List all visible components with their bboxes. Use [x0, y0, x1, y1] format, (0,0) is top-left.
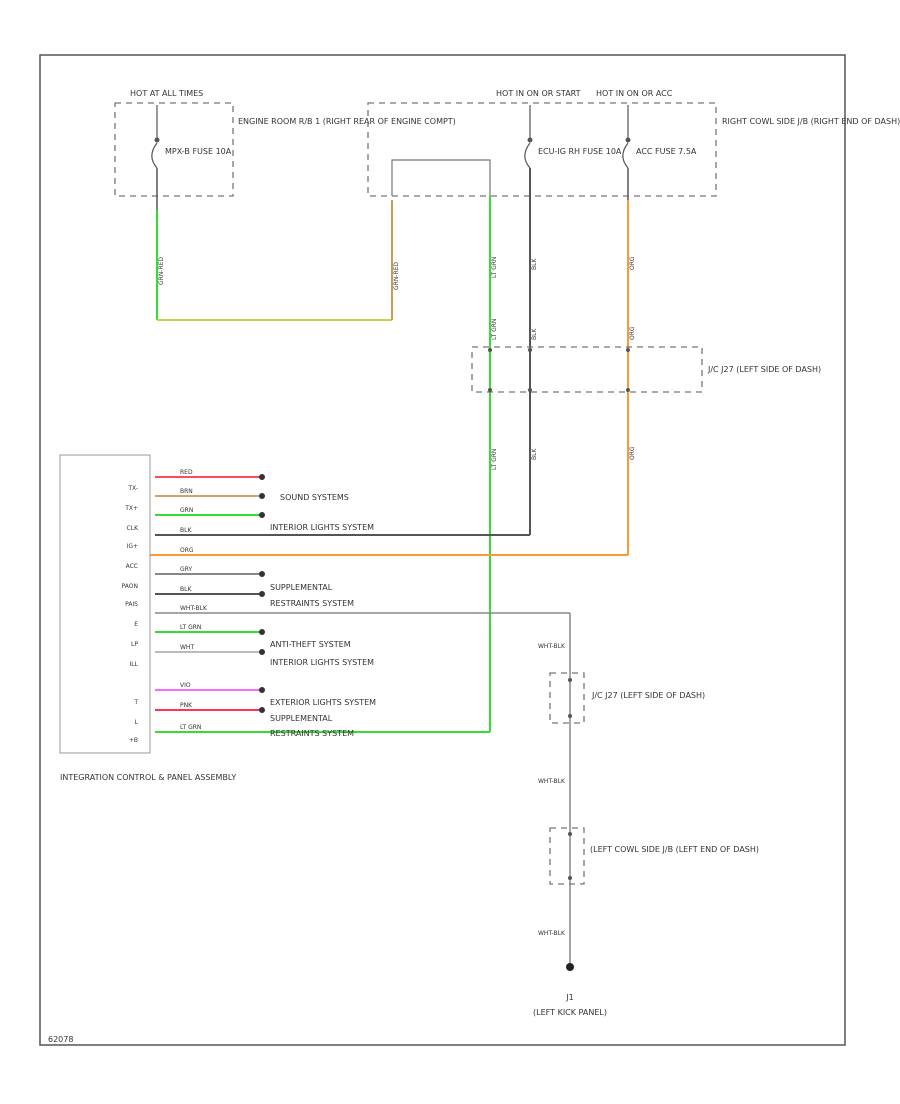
- module-pin-pais: PAIS: [125, 601, 138, 608]
- integration-control-module: TX- TX+ CLK IG+ ACC PAON PAIS E LP ILL T…: [59, 454, 236, 782]
- module-pin-l: L: [135, 719, 139, 726]
- wire-label-gnd-3: WHT-BLK: [538, 930, 566, 937]
- fuse-mpx-b: MPX-B FUSE 10A: [165, 147, 232, 156]
- wire-blk: BLK BLK BLK: [270, 168, 538, 536]
- fuse-box-right-location: RIGHT COWL SIDE J/B (RIGHT END OF DASH): [722, 117, 900, 126]
- fuse-box-right-hot-label-2: HOT IN ON OR ACC: [596, 89, 673, 98]
- fuse-box-left-hot-label: HOT AT ALL TIMES: [130, 89, 203, 98]
- fuse-box-right-hot-label-1: HOT IN ON OR START: [496, 89, 581, 98]
- junction-lower-1-label: J/C J27 (LEFT SIDE OF DASH): [591, 691, 705, 700]
- module-wires: RED BRN GRN BLK ORG GRY BLK WHT-BLK LT G…: [155, 469, 570, 733]
- wire-label-wht-blk: WHT-BLK: [180, 605, 208, 612]
- system-interior-lights-2: INTERIOR LIGHTS SYSTEM: [270, 658, 374, 667]
- wire-label-org-mid: ORG: [629, 326, 636, 340]
- wire-label-blk-mid: BLK: [531, 328, 538, 340]
- wire-label-mpx-left: GRN-RED: [158, 257, 165, 285]
- wire-label-gry: GRY: [180, 566, 192, 573]
- footer-code: 62078: [48, 1035, 73, 1044]
- junction-upper-label: J/C J27 (LEFT SIDE OF DASH): [707, 365, 821, 374]
- module-pin-e: E: [134, 621, 138, 628]
- ground-path: WHT-BLK WHT-BLK WHT-BLK J/C J27 (LEFT SI…: [533, 613, 759, 1017]
- module-pin-tx-plus: TX+: [124, 505, 138, 512]
- wire-label-vio: VIO: [180, 682, 191, 689]
- wire-label-blk-top: BLK: [531, 258, 538, 270]
- fuse-box-left-location: ENGINE ROOM R/B 1 (RIGHT REAR OF ENGINE …: [238, 117, 456, 126]
- wire-label-gnd-1: WHT-BLK: [538, 643, 566, 650]
- wire-label-blk: BLK: [180, 527, 192, 534]
- system-interior-lights-1: INTERIOR LIGHTS SYSTEM: [270, 523, 374, 532]
- ground-point: [566, 963, 574, 971]
- wire-label-gnd-2: WHT-BLK: [538, 778, 566, 785]
- system-exterior-lights: EXTERIOR LIGHTS SYSTEM: [270, 698, 376, 707]
- wire-org: ORG ORG ORG: [150, 168, 636, 556]
- wire-label-org-top: ORG: [629, 256, 636, 270]
- wire-label-ltgrn-top: LT GRN: [491, 257, 498, 278]
- fuse-ecu-ig: ECU-IG RH FUSE 10A: [538, 147, 622, 156]
- fuse-box-left: HOT AT ALL TIMES ENGINE ROOM R/B 1 (RIGH…: [114, 89, 456, 197]
- module-pin-acc: ACC: [126, 563, 138, 570]
- wire-label-red: RED: [180, 469, 193, 476]
- junction-upper: J/C J27 (LEFT SIDE OF DASH): [471, 346, 821, 393]
- diagram-frame: [39, 54, 846, 1046]
- system-restraints-1: RESTRAINTS SYSTEM: [270, 599, 354, 608]
- module-pin-clk: CLK: [127, 525, 140, 532]
- module-pin-t: T: [133, 699, 138, 706]
- system-labels: SOUND SYSTEMS INTERIOR LIGHTS SYSTEM SUP…: [270, 493, 376, 738]
- wire-label-ltgrn-low: LT GRN: [491, 449, 498, 470]
- module-name: INTEGRATION CONTROL & PANEL ASSEMBLY: [60, 773, 236, 782]
- ground-location: (LEFT KICK PANEL): [533, 1008, 607, 1017]
- wire-label-pnk: PNK: [180, 702, 193, 709]
- module-pin-ill: ILL: [130, 661, 139, 668]
- wire-lt-grn: LT GRN LT GRN LT GRN: [489, 196, 498, 732]
- fuse-acc: ACC FUSE 7.5A: [636, 147, 697, 156]
- module-pin-lp: LP: [131, 641, 138, 648]
- fuse-box-right: HOT IN ON OR START HOT IN ON OR ACC RIGH…: [367, 89, 900, 197]
- wire-label-lt-grn-lp: LT GRN: [180, 624, 201, 631]
- module-pin-b: +B: [129, 737, 138, 744]
- system-sound: SOUND SYSTEMS: [280, 493, 349, 502]
- wire-label-org: ORG: [180, 547, 194, 554]
- module-pin-paon: PAON: [122, 583, 138, 590]
- wire-label-lt-grn-b: LT GRN: [180, 724, 201, 731]
- module-pin-ig: IG+: [127, 543, 138, 550]
- wire-label-org-low: ORG: [629, 446, 636, 460]
- system-supplemental-1: SUPPLEMENTAL: [270, 583, 333, 592]
- system-supplemental-2: SUPPLEMENTAL: [270, 714, 333, 723]
- wire-label-blk2: BLK: [180, 586, 192, 593]
- wire-label-brn: BRN: [180, 488, 193, 495]
- ground-name: J1: [565, 993, 573, 1002]
- wire-label-ltgrn-mid: LT GRN: [491, 319, 498, 340]
- wire-label-grn: GRN: [180, 507, 193, 514]
- module-pin-tx-minus: TX-: [127, 485, 138, 492]
- system-restraints-2: RESTRAINTS SYSTEM: [270, 729, 354, 738]
- wire-label-wht: WHT: [180, 644, 194, 651]
- junction-lower-2-label: (LEFT COWL SIDE J/B (LEFT END OF DASH): [590, 845, 759, 854]
- wire-label-blk-low: BLK: [531, 448, 538, 460]
- system-anti-theft: ANTI-THEFT SYSTEM: [270, 640, 351, 649]
- wire-mpx-loop: GRN-RED GRN-RED: [156, 168, 400, 321]
- wire-label-mpx-right: GRN-RED: [393, 262, 400, 290]
